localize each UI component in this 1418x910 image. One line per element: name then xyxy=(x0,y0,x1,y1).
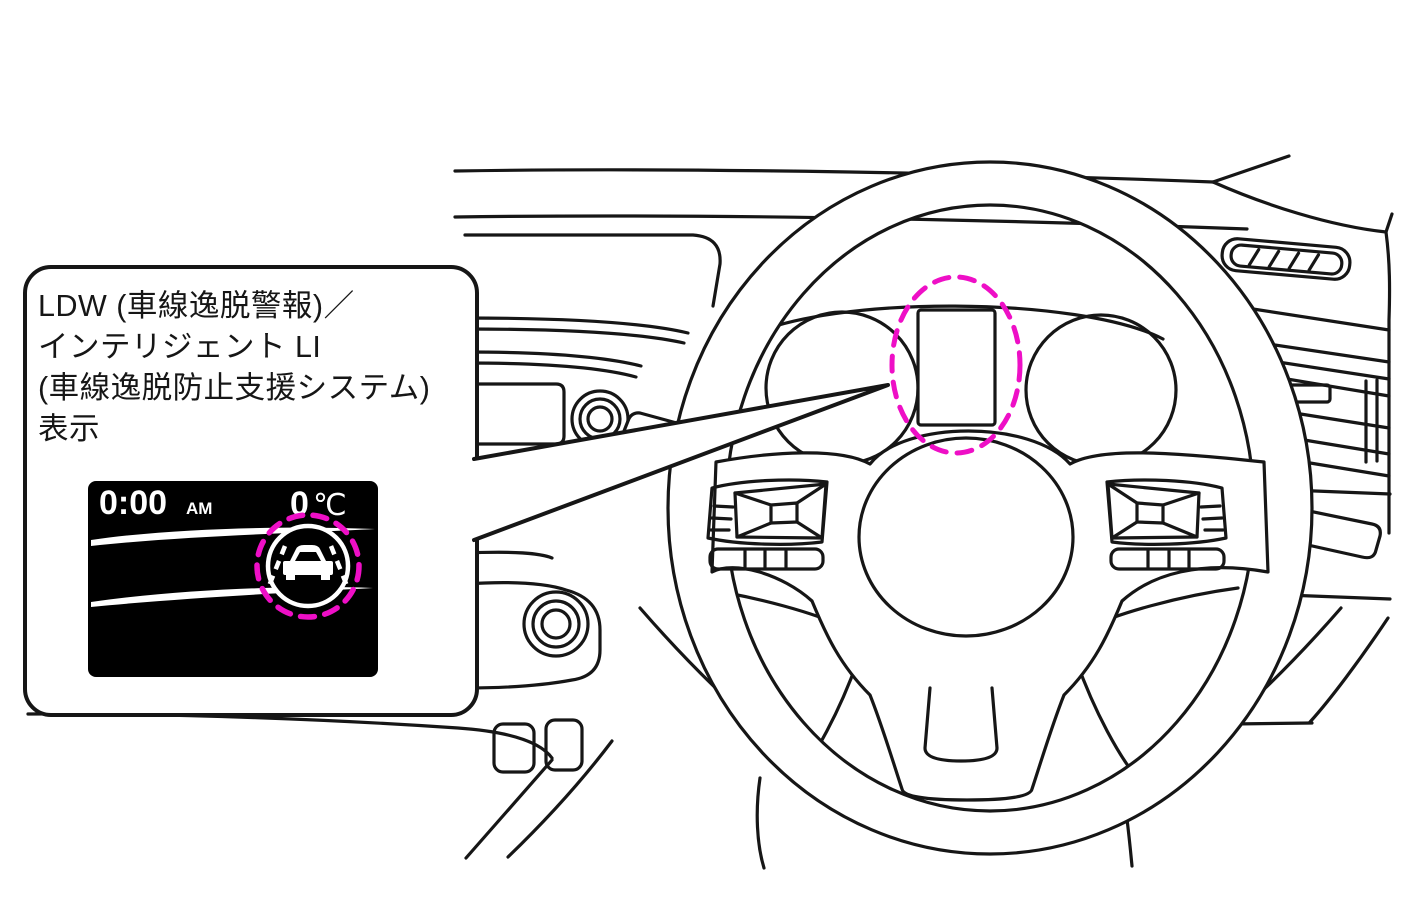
ldw-icon xyxy=(265,523,351,609)
right-dpad-diagonals xyxy=(1106,482,1201,540)
right-louver-2 xyxy=(1253,340,1391,364)
callout-line-2: インテリジェント LI xyxy=(38,330,321,364)
right-line-below-stalk xyxy=(1284,593,1392,601)
defroster-vent xyxy=(1220,237,1352,281)
right-louver-1 xyxy=(1238,305,1391,332)
right-louver-3 xyxy=(1263,358,1391,381)
right-panel-outline xyxy=(1105,478,1228,546)
steering-wheel xyxy=(666,160,1314,856)
car-icon-wheel-right xyxy=(321,574,330,580)
display-swoosh-lower xyxy=(91,587,373,607)
left-button-bar xyxy=(708,547,825,571)
left-dpad-diagonals xyxy=(733,482,828,540)
right-switch-ticks xyxy=(1199,504,1225,532)
dash-panel-top xyxy=(463,233,722,308)
door-armrest-diagonal xyxy=(1308,616,1390,724)
mid-screen-rect xyxy=(916,308,997,427)
audio-knob-upper-inner xyxy=(586,405,614,433)
lower-left-button-1 xyxy=(492,722,536,774)
highlight-ellipse-cluster xyxy=(889,274,1023,456)
left-button-bar-dividers xyxy=(743,549,788,569)
door-armrest-base xyxy=(1230,721,1314,726)
right-louver-6 xyxy=(1290,436,1391,456)
lower-dash-line-1 xyxy=(463,550,554,560)
audio-knob-lower-outer xyxy=(522,590,590,658)
highlight-circle-display xyxy=(254,512,362,620)
dash-top-line-1 xyxy=(453,168,1215,184)
column-below-rim-left xyxy=(755,776,766,870)
right-louver-7 xyxy=(1296,459,1391,478)
cluster-hood-line xyxy=(745,304,1165,341)
clock-period: AM xyxy=(186,499,212,518)
a-pillar-curve xyxy=(1211,180,1394,234)
right-button-bar xyxy=(1109,547,1226,571)
right-button-bar-dividers xyxy=(1146,549,1191,569)
dash-bottom-diagonal-1 xyxy=(464,758,554,860)
audio-panel-line-3 xyxy=(463,350,643,368)
defroster-vent-slats xyxy=(1247,247,1321,272)
right-vent-divider xyxy=(1364,378,1379,464)
right-gauge-dial xyxy=(1024,313,1178,467)
lower-left-button-2 xyxy=(544,718,584,772)
audio-knob-lower-mid xyxy=(531,599,581,649)
right-louver-4 xyxy=(1273,375,1391,398)
audio-panel-line-1 xyxy=(463,316,690,335)
right-edge-line xyxy=(1384,230,1392,535)
left-switch-panel xyxy=(706,478,829,571)
defroster-vent-outer xyxy=(1220,237,1352,281)
a-pillar-upper-line xyxy=(1211,154,1291,184)
right-switch-panel xyxy=(1105,478,1228,571)
audio-display-rect xyxy=(463,382,566,446)
defroster-vent-inner xyxy=(1229,243,1344,276)
lane-line-left-icon xyxy=(266,545,288,587)
lane-line-right-icon xyxy=(328,545,350,587)
trunk-inner-u xyxy=(923,686,999,763)
audio-panel-line-2 xyxy=(463,327,686,345)
right-louver-5 xyxy=(1286,410,1391,430)
left-switch-ticks xyxy=(709,504,735,532)
callout-label: LDW (車線逸脱警報)／ インテリジェント LI (車線逸脱防止支援システム)… xyxy=(38,289,430,446)
audio-knob-lower-inner xyxy=(540,608,572,640)
dash-bottom-edge xyxy=(26,712,554,760)
callout-line-1: LDW (車線逸脱警報)／ xyxy=(38,289,355,323)
callout: LDW (車線逸脱警報)／ インテリジェント LI (車線逸脱防止支援システム)… xyxy=(23,265,890,717)
callout-pointer-outline xyxy=(472,383,890,542)
left-panel-outline xyxy=(706,478,829,546)
car-icon-windshield xyxy=(295,552,321,561)
callout-line-4: 表示 xyxy=(38,412,100,446)
dash-bottom-diagonal-2 xyxy=(506,739,614,859)
audio-panel-line-4 xyxy=(463,361,638,379)
horn-pad xyxy=(857,436,1075,638)
car-icon-wheel-left xyxy=(286,574,295,580)
callout-line-3: (車線逸脱防止支援システム) xyxy=(38,371,430,405)
clock-time: 0:00 xyxy=(99,484,167,522)
information-display: 0:00 AM 0 ℃ xyxy=(88,481,378,677)
car-icon-body xyxy=(283,561,333,575)
lower-dash-panel xyxy=(463,581,602,690)
